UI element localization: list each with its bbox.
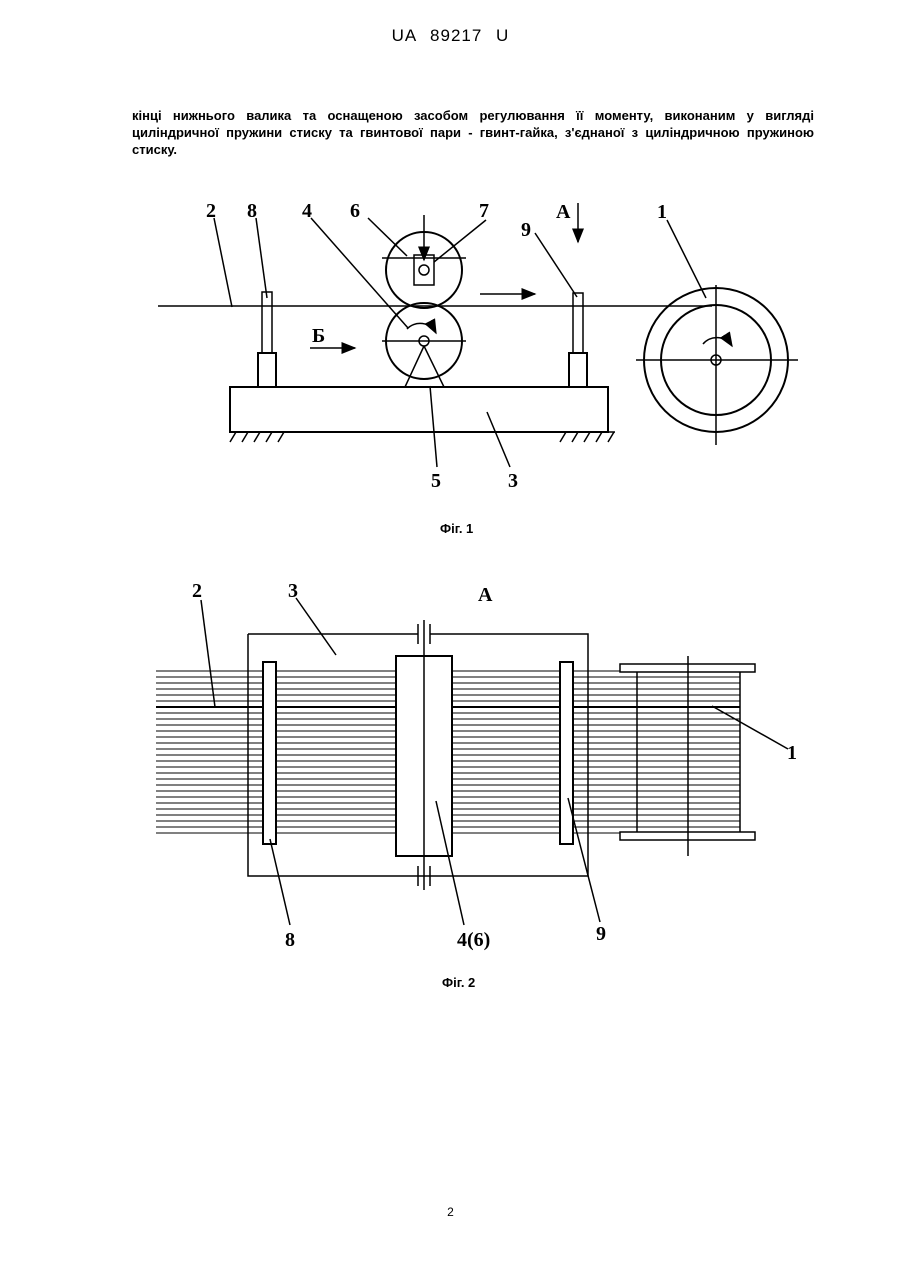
page-number: 2 <box>0 1205 901 1219</box>
fig2-label-9: 9 <box>596 923 606 945</box>
rack-9 <box>560 662 573 844</box>
fig2-label-A: А <box>478 584 493 606</box>
fig2-label-1: 1 <box>787 742 797 764</box>
fig2-label-4-6: 4(6) <box>457 929 490 951</box>
fig2-label-3: 3 <box>288 580 298 602</box>
fig2-label-8: 8 <box>285 929 295 951</box>
fig2-label-2: 2 <box>192 580 202 602</box>
figure-2-caption: Фіг. 2 <box>442 975 475 990</box>
figure-2-drawing: 2 3 А 1 8 4(6) 9 <box>0 0 901 1000</box>
rack-8 <box>263 662 276 844</box>
